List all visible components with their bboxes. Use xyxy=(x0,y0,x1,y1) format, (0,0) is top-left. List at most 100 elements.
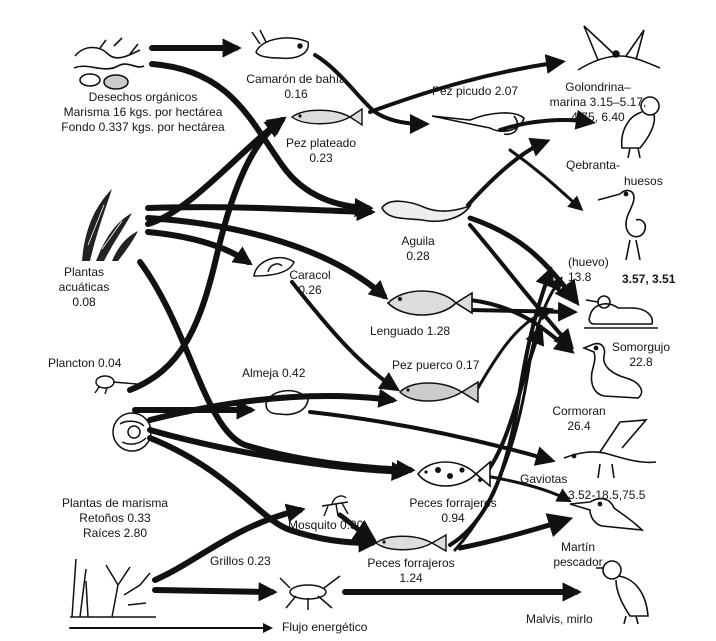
arrow-aguila-quebranta xyxy=(466,137,551,207)
golondrina-values-2: 4.75, 6.40 xyxy=(571,110,625,124)
arrow-plateado-golondrina xyxy=(368,54,566,114)
huevo-name: (huevo) xyxy=(568,255,609,269)
arrow-plantas-caracol xyxy=(145,229,253,266)
cormoran-value: 26.4 xyxy=(567,419,591,433)
grebe-egg-icon xyxy=(584,295,658,329)
zooplankton-icon xyxy=(112,412,152,452)
plankton-icon xyxy=(94,375,138,394)
arrow-zoo-pezpuerco xyxy=(147,388,398,423)
martin-name-2: pescador xyxy=(553,555,603,569)
mosquito-icon xyxy=(321,495,349,517)
arrow-lenguado-huevo xyxy=(468,301,578,322)
desechos-marisma: Marisma 16 kgs. por hectárea xyxy=(63,105,223,119)
peces-forrajeros-2-value: 1.24 xyxy=(399,571,423,585)
quebranta-line2: huesos xyxy=(624,174,663,188)
somorgujo-name: Somorgujo xyxy=(611,340,671,354)
arrow-desechos-aguila xyxy=(149,61,374,218)
pez-plateado-label: Pez plateado 0.23 xyxy=(276,136,366,166)
cormorant-icon xyxy=(581,342,643,399)
snail-icon xyxy=(253,256,295,277)
arrow-picudo-quebranta xyxy=(498,109,596,132)
somorgujo-value: 22.8 xyxy=(629,355,653,369)
plantas-marisma-retonos: Retoños 0.33 xyxy=(79,511,151,525)
huevo-value: 13.8 xyxy=(568,270,592,284)
caracol-name: Caracol xyxy=(289,268,331,282)
camaron-label: Camarón de bahía 0.16 xyxy=(236,72,356,102)
pez-picudo-label: Pez picudo 2.07 xyxy=(432,84,519,98)
aguila-label: Aguila 0.28 xyxy=(388,234,448,264)
huevo-label: (huevo) 13.8 xyxy=(568,255,609,285)
gaviotas-values: 3.52-18.5,75.5 xyxy=(568,488,646,502)
martin-name: Martín xyxy=(560,540,595,554)
arrow-plantas-lenguado xyxy=(145,215,389,300)
pez-plateado-value: 0.23 xyxy=(309,151,333,165)
arrow-marisma-grillos xyxy=(152,582,278,602)
peces-forrajeros-1-name: Peces forrajeros xyxy=(409,496,497,510)
plantas-acuaticas-line1: Plantas xyxy=(63,265,105,279)
marsh-plants-icon xyxy=(70,558,156,618)
arrow-pf2-somorgujo xyxy=(453,276,563,552)
plancton-label: Plancton 0.04 xyxy=(48,356,122,370)
arrow-zoo-pecesforr2 xyxy=(147,435,378,553)
peces-forrajeros-2-name: Peces forrajeros xyxy=(367,556,455,570)
quebranta-line1: Qebranta- xyxy=(566,158,621,172)
cricket-icon xyxy=(279,575,341,610)
mosquito-label: Mosquito 0.30 xyxy=(288,518,364,532)
somorgujo-label: Somorgujo 22.8 xyxy=(604,340,678,370)
silverside-fish-icon xyxy=(290,107,363,127)
aguila-value: 0.28 xyxy=(406,249,430,263)
bay-shrimp-icon xyxy=(251,29,309,60)
arrow-marisma-mosquito xyxy=(152,503,306,583)
gull-icon xyxy=(563,419,657,479)
plantas-acuaticas-value: 0.08 xyxy=(72,295,96,309)
arrow-pf1-gaviotas xyxy=(484,474,572,503)
forage-fish-1-icon xyxy=(416,460,491,488)
arrow-plantas-aguila xyxy=(145,202,376,222)
desechos-fondo: Fondo 0.337 kgs. por hectárea xyxy=(61,120,225,134)
aguila-name: Aguila xyxy=(401,234,435,248)
pez-puerco-label: Pez puerco 0.17 xyxy=(392,358,480,372)
gaviotas-label: Gaviotas xyxy=(520,472,568,486)
needlefish-icon xyxy=(431,112,525,136)
arrow-aguila-cormoran xyxy=(468,223,574,350)
camaron-value: 0.16 xyxy=(284,87,308,101)
arrow-mosquito-pecesforr2 xyxy=(337,512,379,545)
plantas-acuaticas-line2: acuáticas xyxy=(58,280,110,294)
peces-forrajeros-1-value: 0.94 xyxy=(441,511,465,525)
plantas-acuaticas-label: Plantas acuáticas 0.08 xyxy=(48,265,120,310)
organic-debris-icon xyxy=(73,37,145,90)
huevo-extra-values: 3.57, 3.51 xyxy=(622,272,676,286)
plantas-marisma-raices: Raíces 2.80 xyxy=(82,526,148,540)
lenguado-label: Lenguado 1.28 xyxy=(370,324,451,338)
flounder-icon xyxy=(386,290,473,316)
aquatic-plants-icon xyxy=(82,189,138,261)
almeja-label: Almeja 0.42 xyxy=(242,366,306,380)
arrow-almeja-gaviotas xyxy=(308,410,556,466)
peces-forrajeros-1-label: Peces forrajeros 0.94 xyxy=(398,496,508,526)
osprey-icon xyxy=(620,96,660,158)
heron-icon xyxy=(597,189,647,260)
plantas-marisma-label: Plantas de marisma Retoños 0.33 Raíces 2… xyxy=(50,496,180,541)
martin-label: Martín pescador xyxy=(538,540,618,570)
tern-icon xyxy=(577,25,661,71)
desechos-title: Desechos orgánicos xyxy=(88,90,198,104)
peces-forrajeros-2-label: Peces forrajeros 1.24 xyxy=(356,556,466,586)
golondrina-label: Golondrina– marina 3.15–5.17, 4.75, 6.40 xyxy=(540,80,656,125)
pez-plateado-name: Pez plateado xyxy=(285,136,357,150)
arrow-zoo-pecesforr1 xyxy=(147,427,411,481)
camaron-name: Camarón de bahía xyxy=(246,72,346,86)
arrow-pf2-martin xyxy=(457,513,574,551)
clam-icon xyxy=(265,389,309,416)
forage-fish-2-icon xyxy=(374,533,447,553)
grillos-label: Grillos 0.23 xyxy=(210,554,271,568)
malvis-label: Malvis, mirlo xyxy=(526,612,593,626)
cormoran-label: Cormoran 26.4 xyxy=(546,404,612,434)
arrow-zoo-pezplateado xyxy=(127,118,285,393)
legend-label: Flujo energético xyxy=(282,620,368,634)
kingfisher-icon xyxy=(569,497,645,532)
eel-icon xyxy=(381,200,472,222)
arrow-aguila-somorgujo xyxy=(467,215,580,306)
golondrina-name: Golondrina– xyxy=(565,80,631,94)
